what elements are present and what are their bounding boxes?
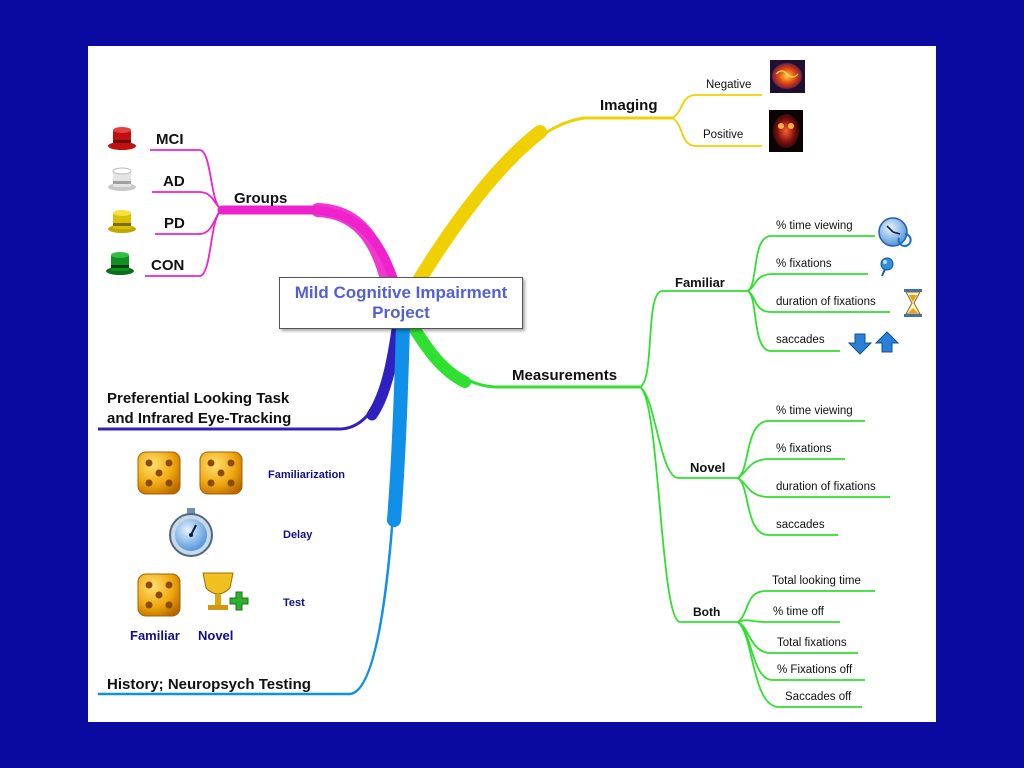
novel-stimulus-label: Novel [198, 628, 233, 643]
group-label-ad: AD [163, 173, 185, 190]
novel-item: % fixations [776, 443, 832, 455]
groups-label: Groups [234, 190, 287, 207]
familiar-item: duration of fixations [776, 296, 876, 308]
brain-scan-icon [769, 110, 803, 152]
preferential-label-line1: Preferential Looking Task [107, 390, 290, 407]
both-item: % time off [773, 606, 825, 618]
trophy-plus-icon [202, 572, 249, 611]
group-label-con: CON [151, 257, 184, 274]
both-leaf-link-2 [737, 619, 840, 623]
history-label: History; Neuropsych Testing [107, 676, 311, 693]
novel-label: Novel [690, 460, 725, 475]
both-label: Both [693, 605, 720, 619]
delay-label: Delay [283, 529, 313, 541]
measurements-label: Measurements [512, 367, 617, 384]
imaging-label: Imaging [600, 97, 658, 114]
familiar-item: % time viewing [776, 220, 853, 232]
familiar-label: Familiar [675, 275, 725, 290]
familiarization-label: Familiarization [268, 469, 345, 481]
central-title: Mild Cognitive Impairment Project [294, 283, 508, 322]
imaging-link-positive [671, 117, 762, 147]
test-label: Test [283, 597, 305, 609]
clock-icon [878, 217, 912, 247]
top-hat-icon [108, 167, 136, 191]
both-item: Total fixations [777, 637, 847, 649]
group-link-mci [150, 149, 223, 211]
measure-link-both [639, 386, 738, 623]
stopwatch-icon [169, 508, 213, 557]
pin-icon [880, 257, 894, 277]
both-leaf-link-5 [737, 621, 862, 708]
familiar-leaf-link-4 [747, 290, 840, 352]
familiar-item: % fixations [776, 258, 832, 270]
top-hat-icon [108, 127, 136, 150]
brain-scan-icon [770, 60, 805, 93]
both-item: Total looking time [772, 575, 861, 587]
arrow-up-icon [874, 331, 900, 353]
group-link-con [145, 209, 223, 277]
dice-icon [199, 451, 243, 495]
top-hat-icon [106, 252, 134, 275]
imaging-negative-label: Negative [706, 79, 751, 91]
imaging-branch [408, 116, 672, 291]
dice-icon [137, 451, 181, 495]
imaging-positive-label: Positive [703, 129, 743, 141]
top-hat-icon [108, 210, 136, 233]
both-item: Saccades off [785, 691, 852, 703]
familiar-stimulus-label: Familiar [130, 628, 180, 643]
history-branch-thick [387, 317, 410, 527]
measure-link-familiar [639, 290, 748, 388]
imaging-link-negative [671, 94, 762, 119]
imaging-branch-thick [405, 125, 547, 299]
familiar-leaf-link-2 [747, 273, 868, 292]
novel-item: duration of fixations [776, 481, 876, 493]
novel-leaf-link-4 [737, 477, 838, 536]
groups-branch-fill [311, 203, 397, 297]
familiar-item: saccades [776, 334, 825, 346]
group-label-pd: PD [164, 215, 185, 232]
both-leaf-link-1 [737, 590, 875, 623]
group-link-ad [152, 191, 223, 211]
preferential-label-line2: and Infrared Eye-Tracking [107, 410, 291, 427]
novel-leaf-link-1 [737, 420, 865, 479]
central-topic: Mild Cognitive Impairment Project [279, 277, 523, 329]
novel-item: saccades [776, 519, 825, 531]
measurements-branch-thick [404, 316, 471, 388]
dice-icon [137, 573, 181, 617]
novel-leaf-link-2 [737, 458, 845, 479]
group-label-mci: MCI [156, 131, 184, 148]
arrow-down-icon [847, 333, 873, 355]
novel-item: % time viewing [776, 405, 853, 417]
hourglass-icon [904, 289, 922, 317]
both-item: % Fixations off [777, 664, 853, 676]
